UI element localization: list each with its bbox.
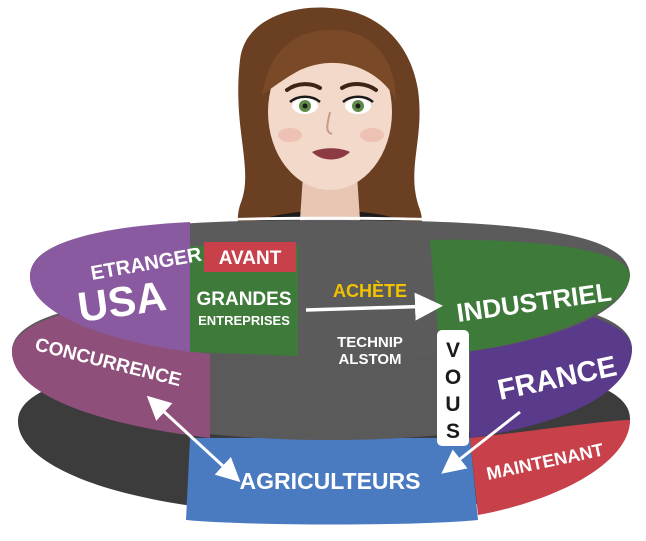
vous-s: S xyxy=(446,420,460,443)
segment-maintenant xyxy=(470,420,630,515)
entreprises-label: ENTREPRISES xyxy=(198,313,290,328)
agriculteurs-label: AGRICULTEURS xyxy=(239,468,420,494)
alstom-label: ALSTOM xyxy=(338,351,401,368)
ring-top xyxy=(29,216,631,360)
segment-industriel xyxy=(430,239,630,355)
segment-etranger xyxy=(29,222,190,352)
vous-badge xyxy=(437,330,469,446)
arrow-down-left-icon xyxy=(441,410,521,474)
vous-u: U xyxy=(445,393,460,416)
vous-v: V xyxy=(446,339,460,362)
avant-label: AVANT xyxy=(219,248,282,269)
technip-label: TECHNIP xyxy=(337,334,403,351)
arrow-right-icon xyxy=(305,292,443,321)
vous-o: O xyxy=(445,366,461,389)
grandes-label: GRANDES xyxy=(196,289,291,310)
segment-agriculteurs xyxy=(186,438,478,525)
segment-grandes-entreprises xyxy=(190,246,298,356)
avant-badge xyxy=(204,242,296,272)
arrow-double-icon xyxy=(146,395,241,483)
achete-label: ACHÈTE xyxy=(333,280,407,301)
